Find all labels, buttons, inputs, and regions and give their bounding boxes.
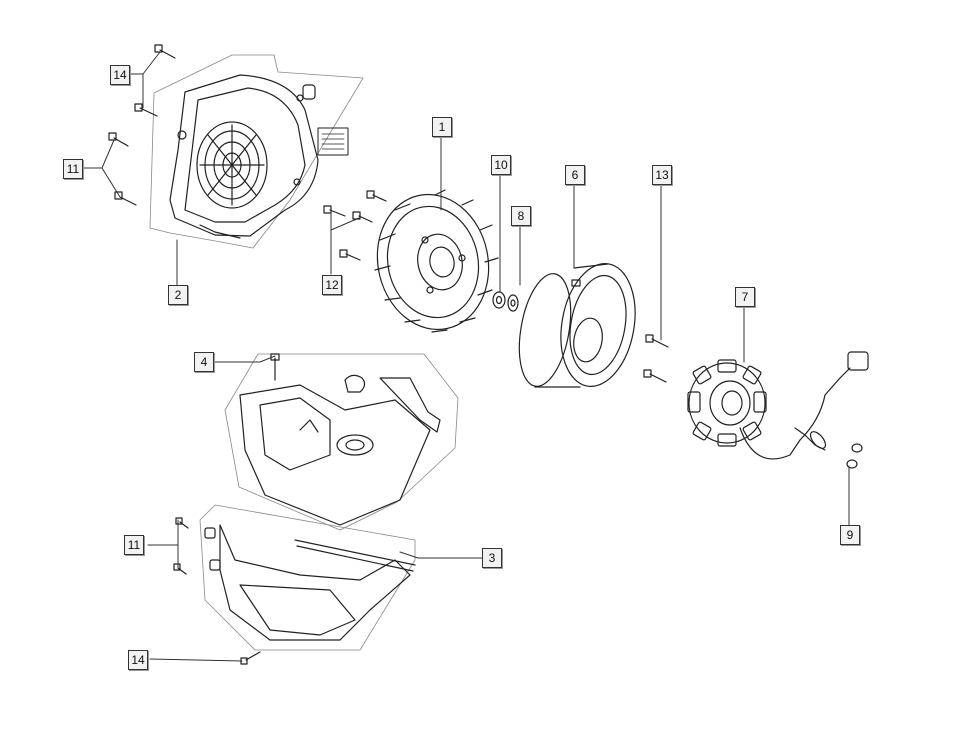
leader-lines [83,52,849,661]
fan-shroud-part [150,55,363,248]
screws-12 [324,191,386,260]
rotor-part [511,258,644,393]
callout-12[interactable]: 12 [322,275,342,295]
callout-11-upper[interactable]: 11 [63,159,83,179]
lower-cover-part [200,505,415,650]
screws-13 [644,335,668,382]
callout-4[interactable]: 4 [194,352,214,372]
callout-9[interactable]: 9 [840,525,860,545]
nut-10 [493,292,505,308]
callout-7[interactable]: 7 [735,287,755,307]
callout-2[interactable]: 2 [168,285,188,305]
washer-8 [508,295,518,311]
callout-1[interactable]: 1 [432,117,452,137]
callout-14-upper[interactable]: 14 [110,65,130,85]
stator-part [688,352,868,459]
callout-3[interactable]: 3 [482,548,502,568]
callout-13[interactable]: 13 [652,165,672,185]
callout-10[interactable]: 10 [491,155,511,175]
screw-11-lower [174,518,188,574]
screw-14-upper [135,45,175,116]
flywheel-fan-part [365,184,501,340]
callout-14-lower[interactable]: 14 [128,650,148,670]
upper-cover-part [225,354,458,530]
callout-8[interactable]: 8 [511,206,531,226]
screw-14-lower [241,652,260,664]
screw-11-upper [109,133,136,205]
callout-11-lower[interactable]: 11 [124,535,144,555]
screws-9 [847,444,862,468]
callout-6[interactable]: 6 [565,165,585,185]
